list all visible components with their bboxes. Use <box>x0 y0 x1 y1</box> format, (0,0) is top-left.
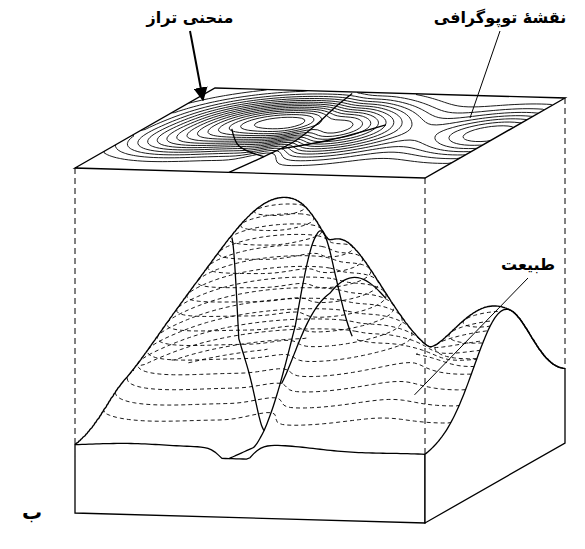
contour-line <box>449 122 522 145</box>
stream-line <box>232 129 264 157</box>
contour-dashed <box>241 214 314 231</box>
contour-line <box>355 96 539 118</box>
contour-line <box>188 90 267 104</box>
contour-line <box>463 126 513 142</box>
projection-dashed-line <box>75 168 76 445</box>
stream-line <box>282 125 386 149</box>
label-holder: ب <box>20 500 44 525</box>
terrain-silhouette <box>75 197 565 444</box>
label-text: ب <box>20 500 44 525</box>
contour-dashed <box>167 288 394 332</box>
contour-line <box>104 151 451 165</box>
contour-line <box>416 93 417 95</box>
contour-line <box>241 115 314 132</box>
contour-line <box>177 104 386 144</box>
contour-line <box>167 102 394 146</box>
leader-line <box>470 31 500 118</box>
contour-dashed <box>104 411 451 425</box>
map-contours <box>104 90 552 173</box>
contour-dashed <box>416 353 417 355</box>
contour-dashed <box>177 277 386 317</box>
projection-dashed-line <box>565 98 566 368</box>
contour-line <box>197 107 370 139</box>
projection-dashed-line <box>425 178 426 454</box>
contour-line <box>208 109 363 138</box>
stream-line <box>282 277 386 383</box>
stream-line <box>229 94 352 173</box>
contour-line <box>148 98 412 151</box>
label-holder: طبیعت <box>499 255 557 275</box>
contour-line <box>435 119 527 149</box>
contour-line <box>254 117 304 128</box>
topographic-map-plane <box>75 88 565 178</box>
contour-line <box>138 96 471 154</box>
label-holder: نقشهٔ توپوگرافی <box>432 8 569 28</box>
map-sheet <box>75 88 565 178</box>
contour-line <box>357 92 358 94</box>
contour-line <box>229 113 321 134</box>
contour-dashed <box>357 339 358 341</box>
terrain-streams <box>229 231 386 459</box>
contour-line <box>187 106 378 142</box>
block-front-face <box>75 443 425 523</box>
contour-dashed <box>188 349 267 363</box>
label-holder: منحنی تراز <box>145 8 236 28</box>
contour-dashed <box>208 245 363 274</box>
leader-lines <box>190 31 528 395</box>
stream-line <box>229 231 352 459</box>
contour-dashed <box>116 392 460 408</box>
contour-dashed <box>141 329 355 365</box>
contour-dashed <box>157 298 402 346</box>
contour-dashed <box>219 234 354 259</box>
leader-line <box>190 31 203 100</box>
label-text: منحنی تراز <box>145 8 236 28</box>
contour-dashed <box>127 370 465 392</box>
label-text: نقشهٔ توپوگرافی <box>432 8 569 28</box>
contour-line <box>219 111 354 136</box>
leader-line <box>415 278 529 395</box>
block-side-face <box>425 309 565 523</box>
stream-line <box>232 237 264 430</box>
contour-line <box>157 100 402 148</box>
contour-line <box>416 95 552 107</box>
terrain-block <box>75 197 565 523</box>
contour-dashed <box>148 309 412 362</box>
projection-lines <box>75 98 565 454</box>
contour-dashed <box>229 224 321 245</box>
label-text: طبیعت <box>499 255 557 275</box>
contour-line <box>343 98 533 125</box>
